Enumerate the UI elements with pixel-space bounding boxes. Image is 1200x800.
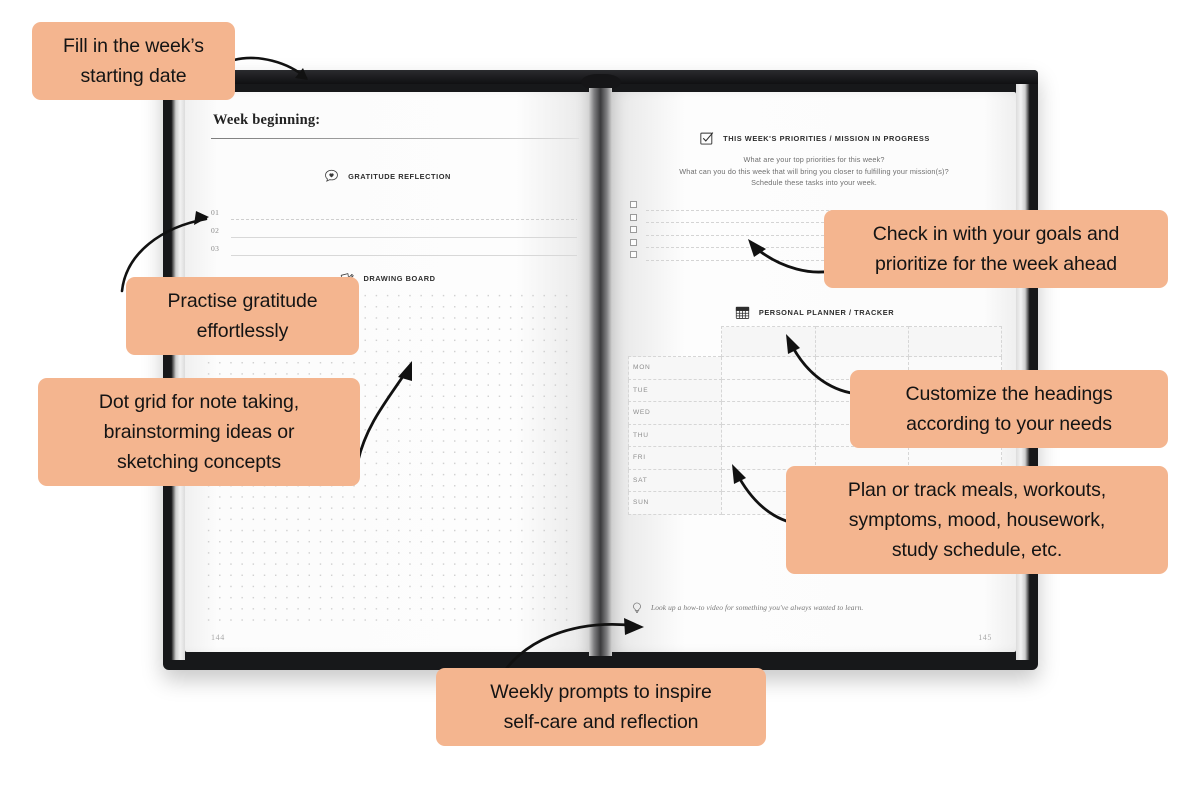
tracker-row[interactable]: FRI (627, 446, 1003, 470)
week-beginning-rule (211, 138, 579, 139)
tracker-day-label: WED (627, 401, 723, 425)
priority-checkbox[interactable] (630, 201, 637, 208)
priority-row[interactable] (630, 200, 1000, 213)
priorities-checklist (630, 200, 1000, 263)
arrow-to-week-beginning (232, 52, 322, 92)
callout-line: brainstorming ideas or (103, 421, 295, 443)
tracker-corner-spacer (629, 327, 722, 357)
priority-write-line (646, 247, 1000, 249)
callout-line: sketching concepts (116, 451, 282, 473)
tracker-cell[interactable] (721, 378, 816, 402)
weekly-prompt-tip: Look up a how-to video for something you… (630, 600, 1004, 614)
tracker-day-label: SAT (627, 468, 723, 492)
heart-speech-bubble-icon (323, 168, 340, 185)
callout-line: Practise gratitude (167, 290, 318, 312)
priorities-section-title: THIS WEEK'S PRIORITIES / MISSION IN PROG… (723, 134, 930, 143)
prompt-line: What are your top priorities for this we… (743, 155, 885, 164)
priority-checkbox[interactable] (630, 226, 637, 234)
callout-customize-headings: Customize the headings according to your… (850, 370, 1168, 448)
priorities-prompt: What are your top priorities for this we… (612, 154, 1016, 189)
week-beginning-label: Week beginning: (213, 112, 321, 128)
priority-row[interactable] (630, 225, 1000, 238)
gratitude-line-number: 03 (211, 244, 220, 253)
tracker-day-label: TUE (627, 378, 723, 402)
drawing-board-section-title: DRAWING BOARD (363, 274, 436, 283)
callout-line: Customize the headings (905, 383, 1113, 405)
callout-check-in-goals: Check in with your goals and prioritize … (824, 210, 1168, 288)
callout-line: symptoms, mood, housework, (848, 509, 1106, 531)
gratitude-write-line (231, 255, 577, 256)
priority-checkbox[interactable] (630, 213, 637, 221)
callout-line: study schedule, etc. (891, 539, 1063, 561)
priority-write-line (646, 259, 1000, 261)
tracker-section-title: PERSONAL PLANNER / TRACKER (758, 308, 895, 317)
tracker-day-label: SUN (627, 491, 723, 515)
weekly-prompt-text: Look up a how-to video for something you… (651, 602, 864, 612)
calendar-grid-icon (734, 304, 751, 321)
priority-write-line (646, 234, 1000, 236)
priority-row[interactable] (630, 250, 1000, 263)
prompt-line: Schedule these tasks into your week. (751, 178, 877, 187)
tracker-heading-cell[interactable] (907, 326, 1003, 357)
callout-line: starting date (80, 65, 187, 87)
gratitude-lines: 01 02 03 (211, 205, 577, 259)
priority-checkbox[interactable] (630, 251, 637, 259)
callout-line: Weekly prompts to inspire (490, 681, 712, 703)
tracker-heading-cell[interactable] (721, 326, 816, 357)
checkbox-tick-icon (698, 130, 715, 147)
arrow-to-dot-grid (352, 355, 420, 465)
callout-line: Plan or track meals, workouts, (847, 479, 1107, 501)
gratitude-line-row[interactable]: 03 (211, 241, 577, 259)
callout-plan-or-track: Plan or track meals, workouts, symptoms,… (786, 466, 1168, 574)
callout-line: effortlessly (196, 320, 289, 342)
notebook-spine (589, 88, 612, 656)
gratitude-section-title: GRATITUDE REFLECTION (348, 172, 451, 181)
tracker-day-label: MON (627, 356, 723, 380)
priority-row[interactable] (630, 213, 1000, 226)
left-page-number: 144 (211, 633, 225, 642)
priorities-section-heading: THIS WEEK'S PRIORITIES / MISSION IN PROG… (612, 130, 1016, 147)
gratitude-line-number: 01 (211, 208, 220, 217)
gratitude-section-heading: GRATITUDE REFLECTION (185, 168, 589, 185)
gratitude-line-row[interactable]: 02 (211, 223, 577, 241)
callout-line: according to your needs (906, 413, 1112, 435)
priority-checkbox[interactable] (630, 238, 637, 246)
priority-write-line (646, 222, 1000, 224)
tracker-cell[interactable] (721, 423, 816, 447)
page-stack-left (171, 84, 185, 660)
callout-dot-grid: Dot grid for note taking, brainstorming … (38, 378, 360, 486)
tracker-cell[interactable] (721, 356, 816, 380)
tracker-cell[interactable] (721, 401, 816, 425)
arrow-to-gratitude-lines (110, 205, 215, 295)
gratitude-write-line (231, 219, 577, 220)
tracker-day-label: THU (627, 423, 723, 447)
tracker-day-label: FRI (627, 446, 723, 470)
callout-line: Fill in the week’s (63, 35, 204, 57)
callout-line: prioritize for the week ahead (874, 253, 1118, 275)
callout-weekly-prompts: Weekly prompts to inspire self-care and … (436, 668, 766, 746)
callout-line: Check in with your goals and (872, 223, 1120, 245)
priority-row[interactable] (630, 238, 1000, 251)
callout-line: Dot grid for note taking, (98, 391, 300, 413)
gratitude-write-line (231, 237, 577, 238)
tracker-heading-cell[interactable] (814, 326, 909, 357)
tracker-section-heading: PERSONAL PLANNER / TRACKER (612, 304, 1016, 321)
callout-fill-in-date: Fill in the week’s starting date (32, 22, 235, 100)
spine-top-binding (581, 74, 621, 90)
gratitude-line-number: 02 (211, 226, 220, 235)
callout-practise-gratitude: Practise gratitude effortlessly (126, 277, 359, 355)
tracker-header-row[interactable] (629, 326, 1003, 357)
lightbulb-icon (630, 600, 644, 614)
gratitude-line-row[interactable]: 01 (211, 205, 577, 223)
right-page-number: 145 (978, 633, 992, 642)
priority-write-line (646, 209, 1000, 211)
prompt-line: What can you do this week that will brin… (679, 166, 949, 176)
callout-line: self-care and reflection (503, 711, 699, 733)
